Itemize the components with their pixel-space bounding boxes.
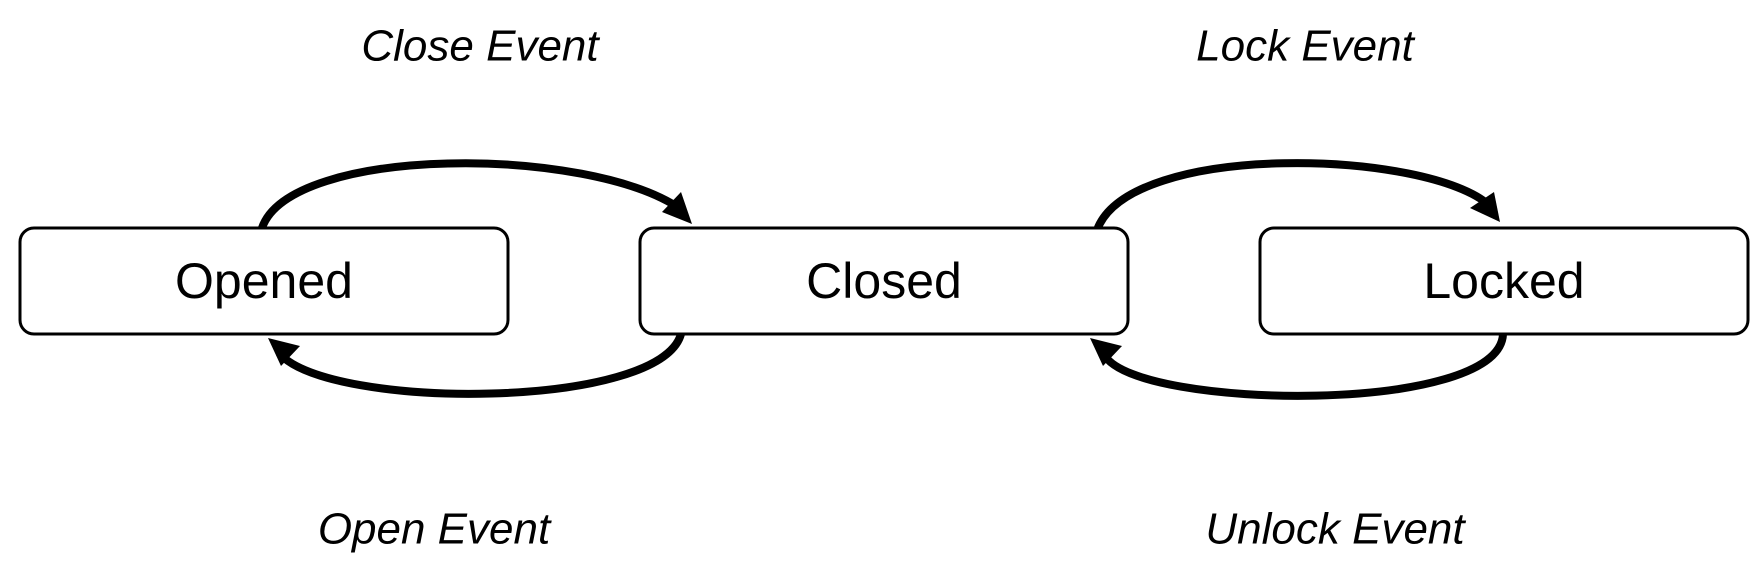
open-event-arrow — [268, 330, 685, 398]
open-event-label: Open Event — [318, 505, 552, 554]
close-event-arrow — [258, 159, 692, 232]
lock-event-label: Lock Event — [1196, 22, 1415, 71]
state-opened-label: Opened — [175, 253, 353, 309]
state-closed: Closed — [638, 226, 1130, 336]
close-event-label: Close Event — [361, 22, 600, 71]
state-opened: Opened — [18, 226, 510, 336]
state-closed-label: Closed — [806, 253, 962, 309]
unlock-event-label: Unlock Event — [1205, 505, 1466, 554]
lock-event-arrow — [1093, 159, 1500, 234]
unlock-event-arrow — [1090, 330, 1507, 400]
state-locked-label: Locked — [1423, 253, 1584, 309]
state-locked: Locked — [1258, 226, 1750, 336]
